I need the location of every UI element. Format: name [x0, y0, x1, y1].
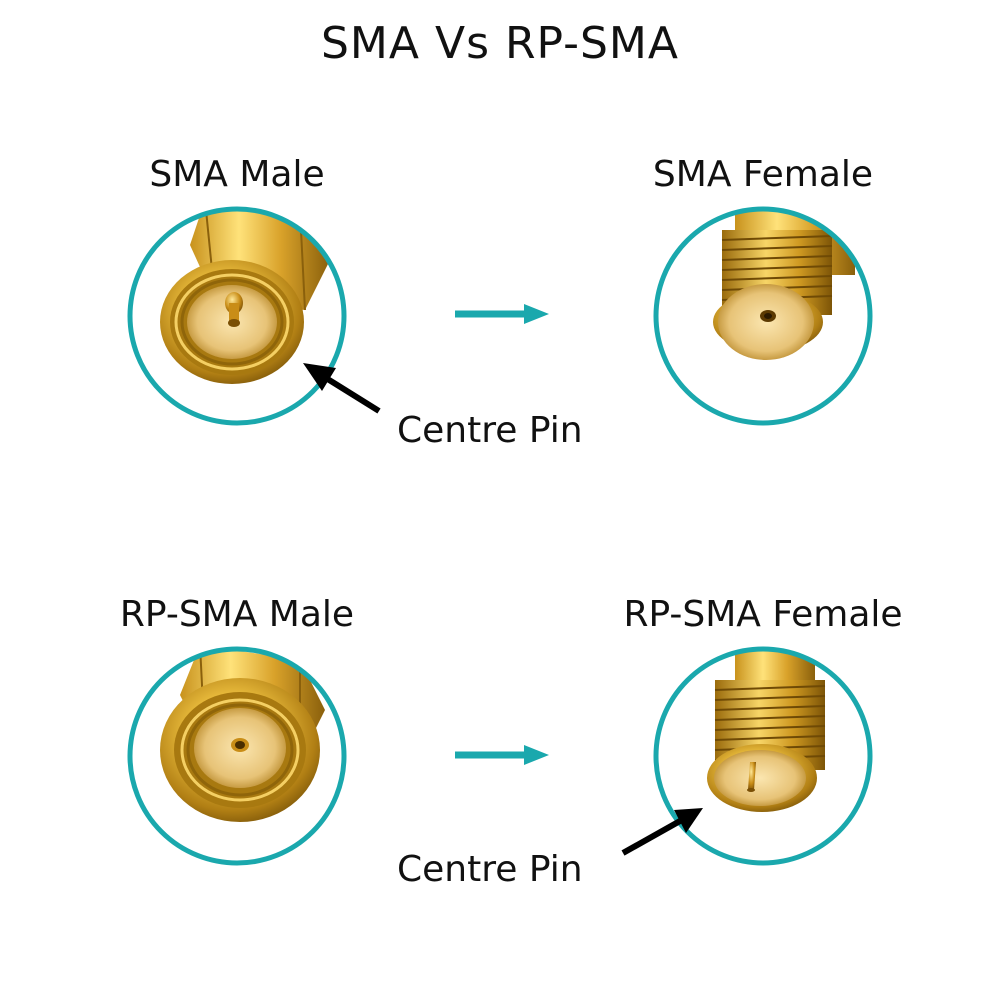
page-title: SMA Vs RP-SMA — [321, 18, 679, 69]
mating-arrow — [455, 745, 549, 765]
rp-sma-female-label: RP-SMA Female — [623, 594, 903, 635]
sma-female-circle — [653, 206, 873, 426]
sma-male-image — [160, 210, 330, 384]
sma-male-label: SMA Male — [149, 154, 325, 195]
sma-female-image — [713, 210, 855, 360]
centre-pin-label: Centre Pin — [397, 410, 583, 451]
mating-arrow — [455, 304, 549, 324]
centre-pin-pointer-arrow — [621, 808, 703, 856]
rp-sma-female-circle — [653, 646, 873, 866]
rp-sma-female-image — [707, 650, 826, 812]
centre-pin-label: Centre Pin — [397, 849, 583, 890]
rp-sma-male-circle — [127, 646, 347, 866]
sma-male-circle — [127, 206, 347, 426]
sma-female-label: SMA Female — [652, 154, 874, 195]
centre-pin-pointer-arrow — [303, 363, 381, 414]
rp-sma-male-image — [160, 650, 325, 822]
rp-sma-male-label: RP-SMA Male — [119, 594, 355, 635]
